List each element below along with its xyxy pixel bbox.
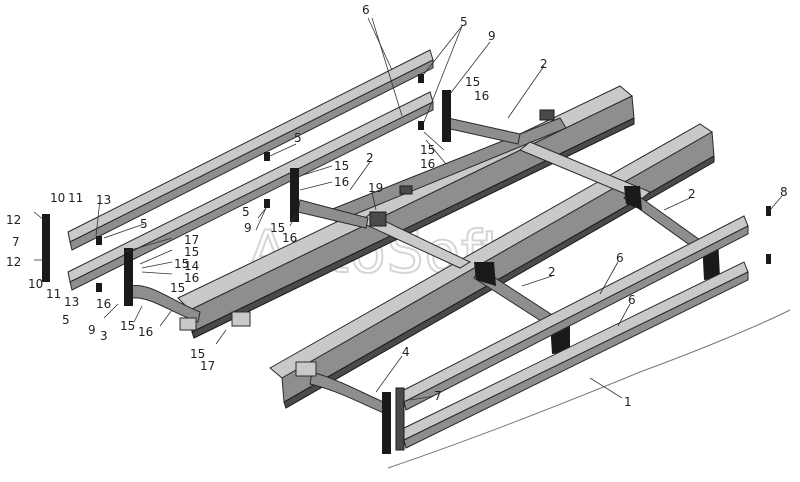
callout-9-left: 9: [88, 323, 96, 337]
callout-9-top: 9: [488, 29, 496, 43]
callout-15-mid: 15: [420, 143, 435, 157]
callout-16-stack: 16: [184, 271, 199, 285]
mounting-pads-left: [96, 74, 424, 292]
callout-10-top: 10: [50, 191, 65, 205]
callout-15-stack1: 15: [184, 245, 199, 259]
callout-2-mid: 2: [366, 151, 374, 165]
callout-5-mid: 5: [294, 131, 302, 145]
callout-7-left: 7: [12, 235, 20, 249]
callout-2-top: 2: [540, 57, 548, 71]
callout-6-right-upper: 6: [616, 251, 624, 265]
callout-15-top: 15: [465, 75, 480, 89]
callout-15-stack2: 15: [174, 257, 189, 271]
callout-12-top: 12: [6, 213, 21, 227]
callout-1: 1: [624, 395, 632, 409]
callout-11-top: 11: [68, 191, 83, 205]
callout-7-right: 7: [434, 389, 442, 403]
callout-10-bottom: 10: [28, 277, 43, 291]
leader-lines: [33, 17, 783, 401]
cross-member-mid: [359, 141, 651, 269]
callout-5-left: 5: [140, 217, 148, 231]
callout-15-bottom: 15: [190, 347, 205, 361]
callout-2-right: 2: [688, 187, 696, 201]
left-upper-side-rail: [67, 49, 434, 251]
right-end-plate-inner: [395, 387, 405, 451]
callout-15-upper: 15: [334, 159, 349, 173]
callout-12-bottom: 12: [6, 255, 21, 269]
fastener-blocks: [179, 109, 555, 377]
left-lower-side-rail: [67, 91, 434, 291]
callout-13-top: 13: [96, 193, 111, 207]
callout-5-center: 5: [242, 205, 250, 219]
callout-labels: 6 5 9 2 15 16 15 16 5 15 16 2 19 8 2 10 …: [6, 3, 788, 409]
callout-16-center: 16: [282, 231, 297, 245]
pad-8-upper: [766, 206, 771, 216]
callout-14: 14: [184, 259, 199, 273]
callout-15-stack3: 15: [170, 281, 185, 295]
callout-5-top: 5: [460, 15, 468, 29]
callout-15-left: 15: [120, 319, 135, 333]
callout-16-lower: 16: [138, 325, 153, 339]
callout-5-bottom: 5: [62, 313, 70, 327]
callout-3: 3: [100, 329, 108, 343]
left-end-plate: [42, 214, 50, 282]
callout-15-center: 15: [270, 221, 285, 235]
callout-16-upper: 16: [334, 175, 349, 189]
callout-8: 8: [780, 185, 788, 199]
ground-line: [387, 309, 791, 469]
right-upper-side-rail: [399, 215, 749, 411]
callout-17-left: 17: [184, 233, 199, 247]
right-end-plate: [382, 392, 391, 454]
callout-13-bottom: 13: [64, 295, 79, 309]
pad-8-lower: [766, 254, 771, 264]
callout-19: 19: [368, 181, 383, 195]
callout-4: 4: [402, 345, 410, 359]
callout-6-right-lower: 6: [628, 293, 636, 307]
callout-16-left: 16: [96, 297, 111, 311]
callout-6-top: 6: [362, 3, 370, 17]
callout-9-center: 9: [244, 221, 252, 235]
callout-16-top: 16: [474, 89, 489, 103]
callout-17-bottom: 17: [200, 359, 215, 373]
callout-16-mid: 16: [420, 157, 435, 171]
callout-11-bottom: 11: [46, 287, 61, 301]
callout-2-lower: 2: [548, 265, 556, 279]
